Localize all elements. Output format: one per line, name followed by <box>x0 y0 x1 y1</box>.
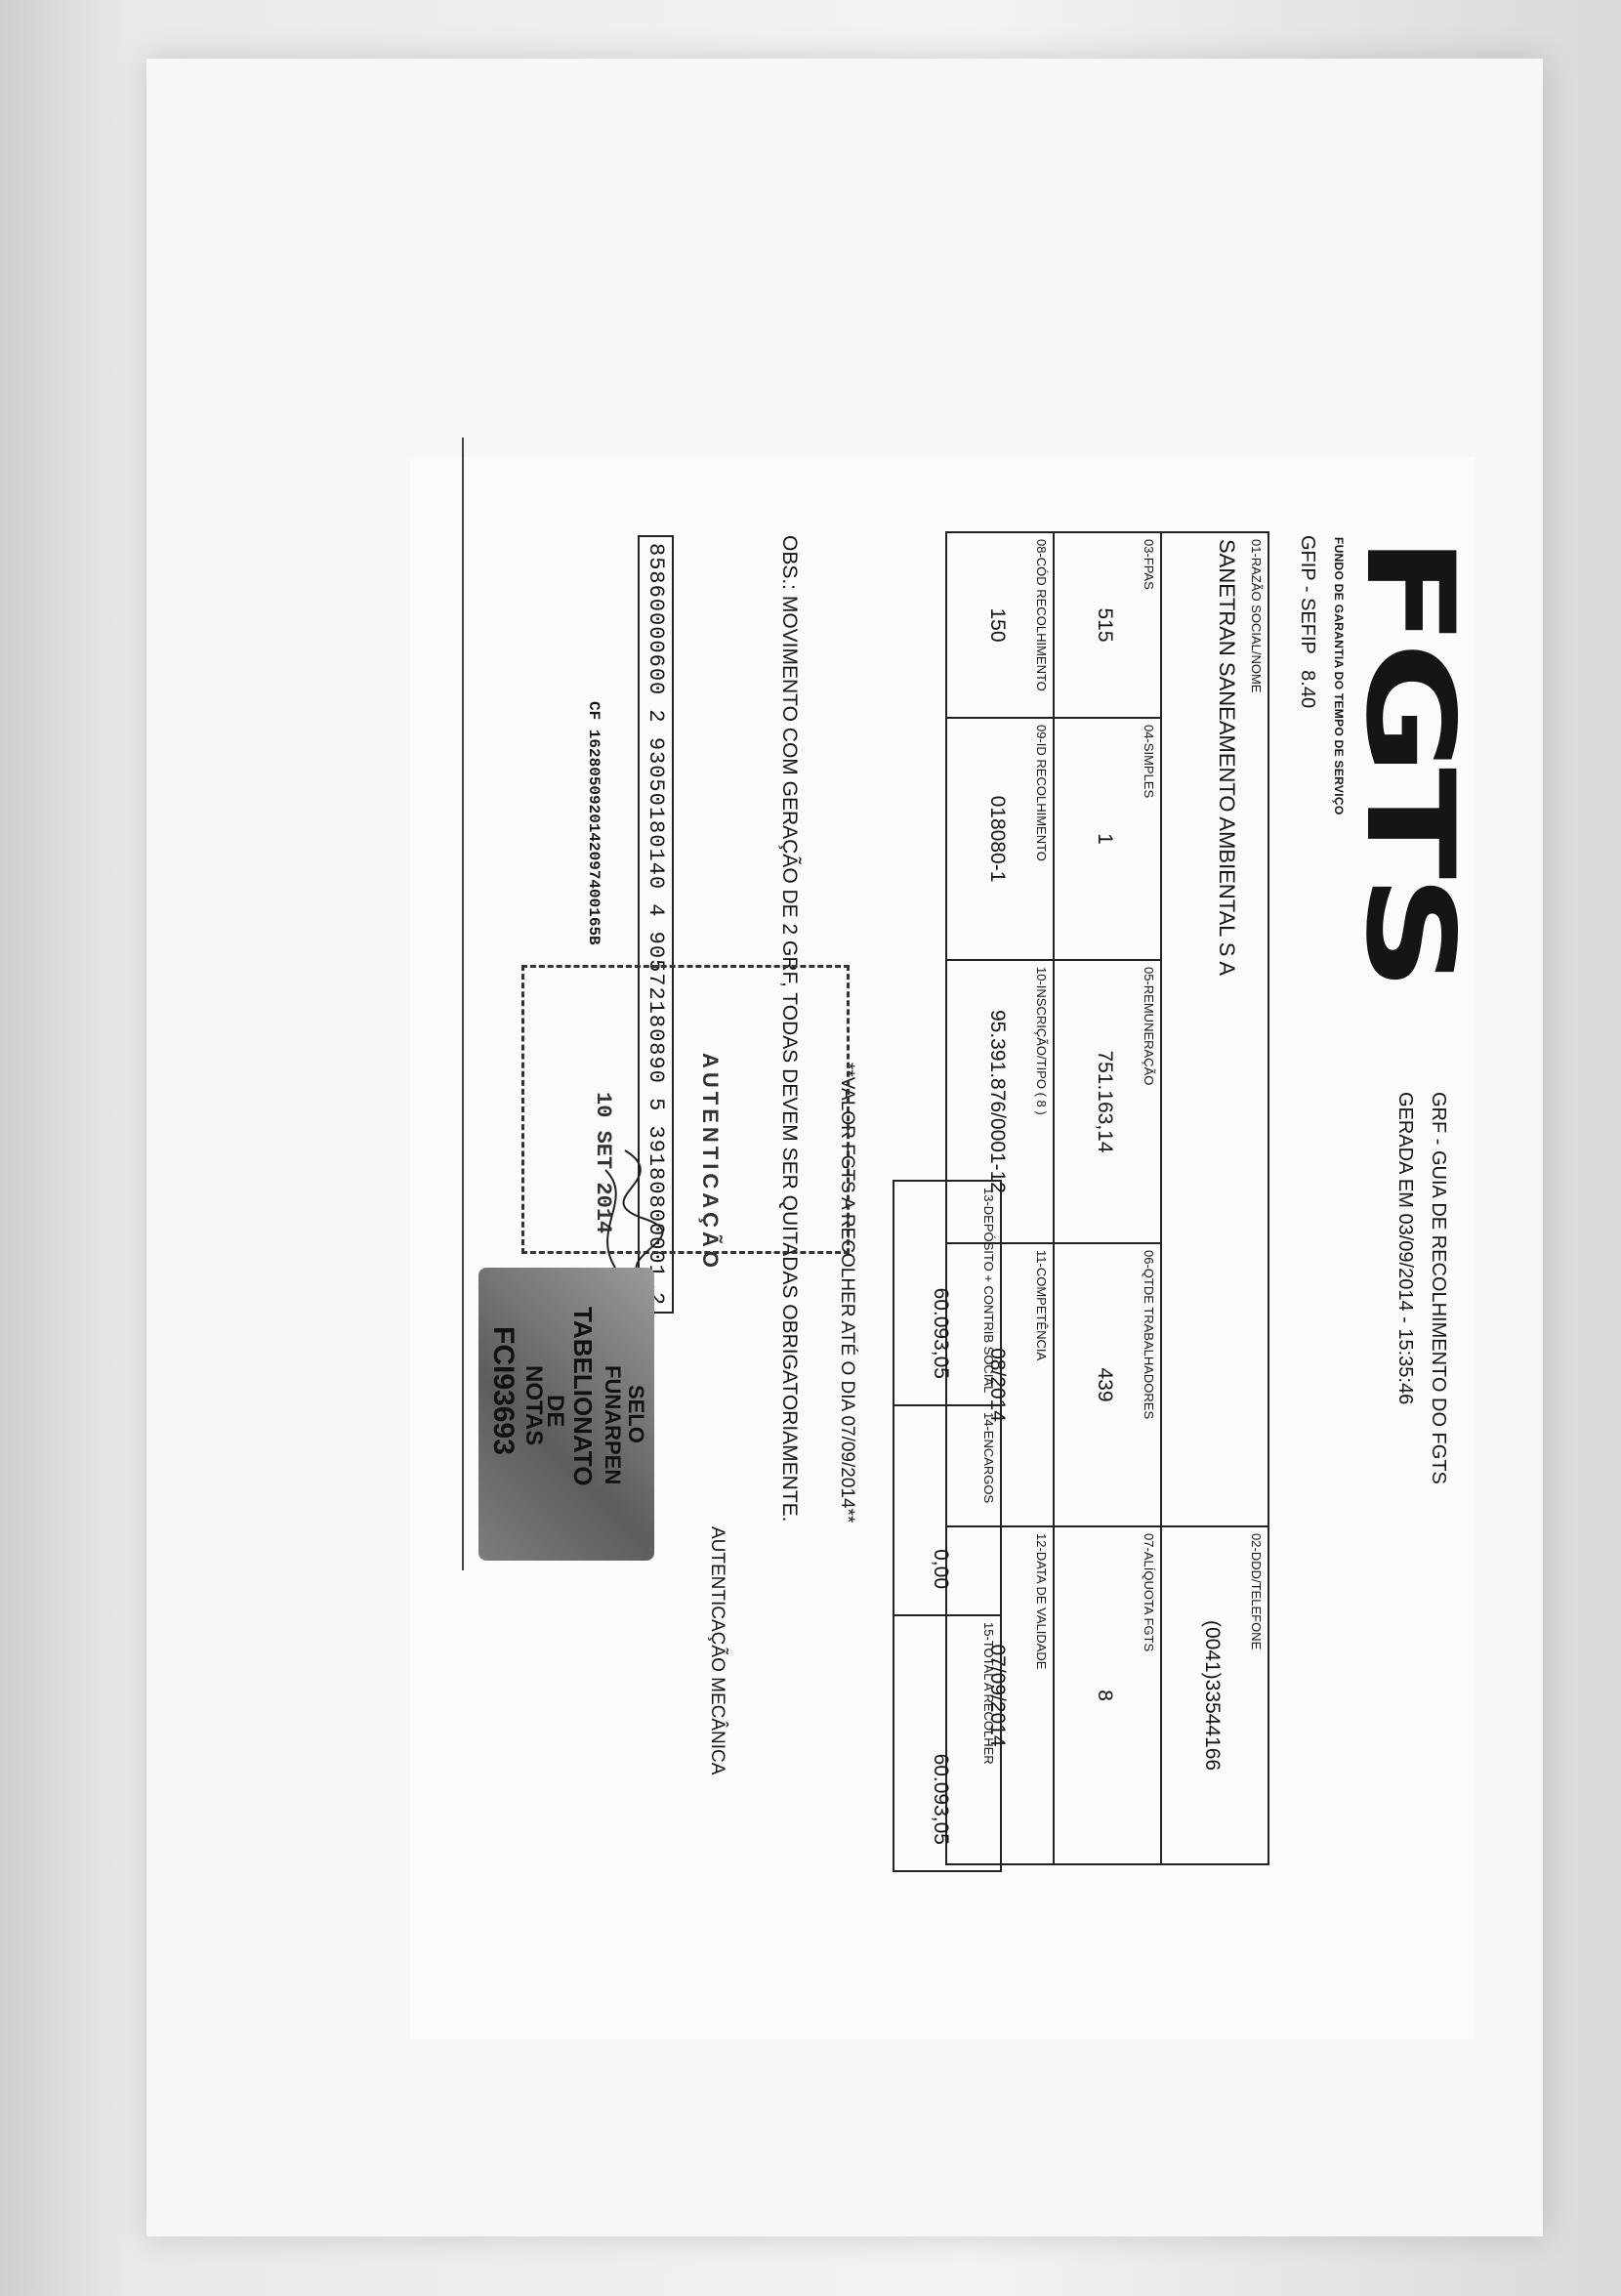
guide-sheet <box>410 457 1475 2039</box>
totals-table: 13-DEPÓSITO + CONTRIB SOCIAL 60.093,05 1… <box>893 1180 1002 1872</box>
field-aliquota: 07-ALÍQUOTA FGTS 8 <box>1054 1526 1161 1865</box>
document-type: GFIP - SEFIP 8.40 <box>1297 535 1318 709</box>
field-value: 515 <box>1094 607 1116 643</box>
grf-document: FGTS FUNDO DE GARANTIA DO TEMPO DE SERVI… <box>410 438 1479 2039</box>
field-value: 018080-1 <box>986 795 1009 883</box>
field-cod-recolhimento: 08-CÓD RECOLHIMENTO 150 <box>946 532 1054 718</box>
authentication-stamp <box>521 965 850 1254</box>
field-value: 0,00 <box>930 1549 952 1589</box>
field-fpas: 03-FPAS 515 <box>1054 532 1161 718</box>
field-value: 1 <box>1094 833 1116 845</box>
field-label: 12-DATA DE VALIDADE <box>1034 1533 1049 1670</box>
field-value: 60.093,05 <box>930 1287 952 1379</box>
field-qtde-trabalhadores: 06-QTDE TRABALHADORES 439 <box>1054 1243 1161 1527</box>
field-telefone: 02-DDD/TELEFONE (0041)33544166 <box>1161 1526 1268 1865</box>
field-value: (0041)33544166 <box>1201 1619 1224 1772</box>
field-razao-social: 01-RAZÃO SOCIAL/NOME SANETRAN SANEAMENTO… <box>1161 532 1268 1527</box>
field-encargos: 14-ENCARGOS 0,00 <box>894 1405 1001 1615</box>
field-label: 09-ID RECOLHIMENTO <box>1034 725 1049 861</box>
seal-line: FCI93693 <box>487 1326 520 1455</box>
field-value: 150 <box>986 607 1009 643</box>
title-line-1: GRF - GUIA DE RECOLHIMENTO DO FGTS <box>1428 1092 1449 1484</box>
field-total: 15-TOTAL A RECOLHER 60.093,05 <box>894 1615 1001 1871</box>
mechanical-authentication-label: AUTENTICAÇÃO MECÂNICA <box>707 1526 727 1775</box>
field-simples: 04-SIMPLES 1 <box>1054 718 1161 960</box>
seal-line: SELO <box>624 1385 648 1443</box>
field-remuneracao: 05-REMUNERAÇÃO 751.163,14 <box>1054 960 1161 1243</box>
field-value: 60.093,05 <box>930 1753 952 1845</box>
field-label: 04-SIMPLES <box>1142 725 1156 799</box>
field-label: 01-RAZÃO SOCIAL/NOME <box>1249 539 1264 693</box>
seal-line: NOTAS <box>520 1365 547 1446</box>
field-label: 11-COMPETÊNCIA <box>1034 1250 1049 1361</box>
authentication-stamp-text: AUTENTICAÇÃO <box>698 1053 723 1272</box>
cf-authentication-line: CF 1628050920142097400165B <box>585 701 603 945</box>
bottom-rule <box>462 438 464 1570</box>
field-label: 06-QTDE TRABALHADORES <box>1142 1250 1156 1420</box>
funarpen-seal: SELO FUNARPEN TABELIONATO DE NOTAS FCI93… <box>478 1268 654 1561</box>
seal-line: TABELIONATO <box>568 1307 598 1486</box>
field-label: 03-FPAS <box>1142 539 1156 590</box>
fgts-logo-subtitle: FUNDO DE GARANTIA DO TEMPO DE SERVIÇO <box>1332 537 1346 815</box>
title-line-2: GERADA EM 03/09/2014 - 15:35:46 <box>1394 1092 1416 1405</box>
field-label: 10-INSCRIÇÃO/TIPO ( 8 ) <box>1034 967 1049 1115</box>
field-label: 13-DEPÓSITO + CONTRIB SOCIAL <box>981 1188 996 1394</box>
field-deposito: 13-DEPÓSITO + CONTRIB SOCIAL 60.093,05 <box>894 1181 1001 1405</box>
document-title: GRF - GUIA DE RECOLHIMENTO DO FGTS GERAD… <box>1389 1092 1455 1484</box>
fgts-logo: FGTS <box>1339 535 1479 986</box>
field-label: 08-CÓD RECOLHIMENTO <box>1034 539 1049 691</box>
field-label: 05-REMUNERAÇÃO <box>1142 967 1156 1086</box>
field-label: 07-ALÍQUOTA FGTS <box>1142 1533 1156 1652</box>
fgts-logo-text: FGTS <box>1339 535 1479 986</box>
field-value: 751.163,14 <box>1094 1050 1116 1153</box>
seal-line: FUNARPEN <box>601 1365 625 1485</box>
field-label: 15-TOTAL A RECOLHER <box>981 1622 996 1765</box>
field-value: 439 <box>1094 1367 1116 1402</box>
field-value: SANETRAN SANEAMENTO AMBIENTAL S A <box>1215 539 1239 977</box>
field-label: 14-ENCARGOS <box>981 1412 996 1504</box>
signature-icon <box>604 1149 664 1288</box>
field-label: 02-DDD/TELEFONE <box>1249 1533 1264 1650</box>
field-id-recolhimento: 09-ID RECOLHIMENTO 018080-1 <box>946 718 1054 960</box>
field-value: 8 <box>1094 1690 1116 1701</box>
